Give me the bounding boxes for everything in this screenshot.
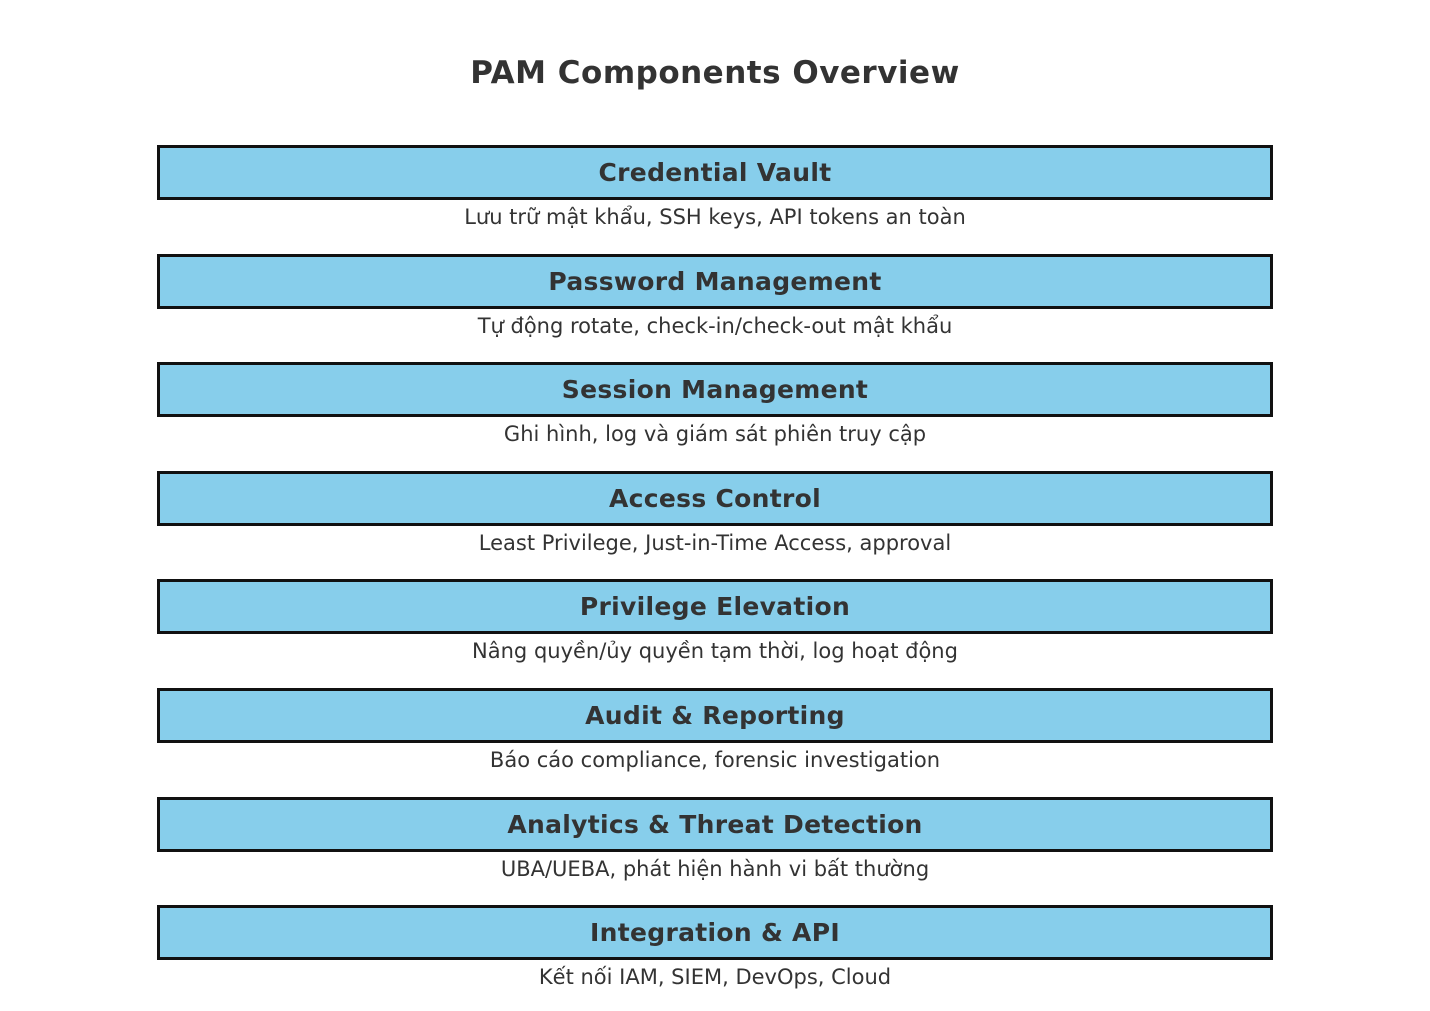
component-row-analytics-threat-detection: Analytics & Threat Detection UBA/UEBA, p… [157,796,1273,906]
component-title: Password Management [548,266,882,296]
component-description: Lưu trữ mật khẩu, SSH keys, API tokens a… [464,205,966,229]
component-description: Báo cáo compliance, forensic investigati… [489,747,941,772]
component-title: Credential Vault [598,158,832,187]
component-description: Ghi hình, log và giám sát phiên truy cập [503,422,927,447]
page-title: PAM Components Overview [470,55,960,91]
component-box: Audit & Reporting [157,687,1273,743]
component-title: Session Management [561,375,869,405]
component-box: Privilege Elevation [157,579,1273,635]
component-row-integration-api: Integration & API Kết nối IAM, SIEM, Dev… [157,905,1273,1011]
component-title: Integration & API [590,918,840,948]
component-description: Least Privilege, Just-in-Time Access, ap… [478,530,952,555]
component-box: Access Control [157,470,1273,526]
component-row-access-control: Access Control Least Privilege, Just-in-… [157,470,1273,580]
component-row-audit-reporting: Audit & Reporting Báo cáo compliance, fo… [157,687,1273,797]
component-box: Credential Vault [157,145,1273,200]
component-description: UBA/UEBA, phát hiện hành vi bất thường [500,856,930,881]
component-row-privilege-elevation: Privilege Elevation Nâng quyền/ủy quyền … [157,579,1273,688]
component-title: Analytics & Threat Detection [507,809,923,839]
component-title: Privilege Elevation [579,592,851,622]
component-row-password-management: Password Management Tự động rotate, chec… [157,253,1273,363]
component-box: Integration & API [157,905,1273,961]
component-description: Kết nối IAM, SIEM, DevOps, Cloud [538,965,892,990]
component-row-credential-vault: Credential Vault Lưu trữ mật khẩu, SSH k… [157,145,1273,254]
component-row-session-management: Session Management Ghi hình, log và giám… [157,362,1273,471]
component-box: Password Management [157,253,1273,309]
component-box: Session Management [157,362,1273,418]
component-description: Tự động rotate, check-in/check-out mật k… [477,313,953,338]
component-description: Nâng quyền/ủy quyền tạm thời, log hoạt đ… [472,639,958,664]
component-title: Access Control [609,483,821,513]
component-title: Audit & Reporting [585,700,845,730]
component-box: Analytics & Threat Detection [157,796,1273,852]
component-rows: Credential Vault Lưu trữ mật khẩu, SSH k… [157,145,1273,1011]
